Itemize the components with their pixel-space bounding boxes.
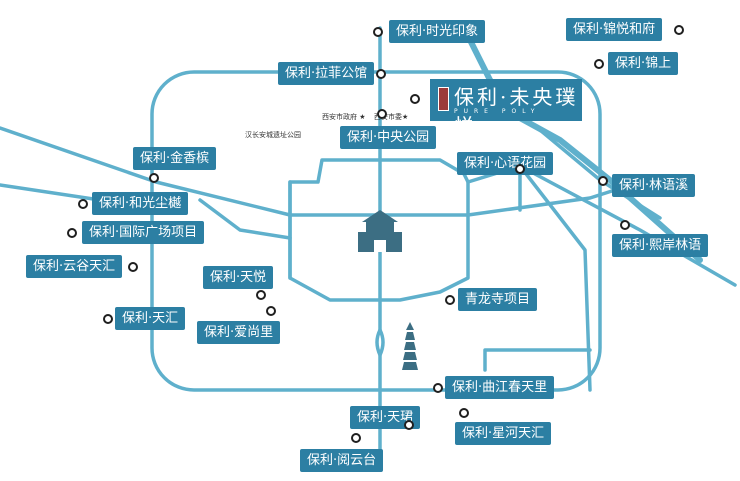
pin-xinyu-icon: [515, 164, 525, 174]
pin-tianlang-icon: [404, 420, 414, 430]
middle-ring-road: [288, 158, 470, 302]
project-label-aishang[interactable]: 保利·爱尚里: [197, 321, 281, 344]
project-label-qujiang[interactable]: 保利·曲江春天里: [445, 376, 555, 399]
pin-xian-icon: [620, 220, 630, 230]
pin-guoji-icon: [67, 228, 77, 238]
project-label-jinxiangbin[interactable]: 保利·金香槟: [133, 147, 217, 170]
featured-pin-icon: [410, 94, 420, 104]
pin-jinxiangbin-icon: [149, 173, 159, 183]
pin-qujiang-icon: [433, 383, 443, 393]
project-label-jinyuehefu[interactable]: 保利·锦悦和府: [566, 18, 663, 41]
pin-lafei-icon: [376, 69, 386, 79]
sw-spur: [0, 183, 102, 202]
featured-name: 保利·未央璞悦: [454, 85, 579, 138]
project-label-yungu[interactable]: 保利·云谷天汇: [26, 255, 123, 278]
project-label-heguang[interactable]: 保利·和光尘樾: [92, 192, 189, 215]
project-label-lafei[interactable]: 保利·拉菲公馆: [278, 62, 375, 85]
pagoda-icon: [402, 322, 418, 370]
project-label-tianhui[interactable]: 保利·天汇: [115, 307, 186, 330]
project-label-guoji[interactable]: 保利·国际广场项目: [82, 221, 205, 244]
project-label-tianyue[interactable]: 保利·天悦: [203, 266, 274, 289]
project-label-qinglong[interactable]: 青龙寺项目: [458, 288, 538, 311]
pin-shiguang-icon: [373, 27, 383, 37]
pin-heguang-icon: [78, 199, 88, 209]
pin-aishang-icon: [266, 306, 276, 316]
south-link: [483, 348, 592, 372]
brand-logo-icon: [438, 87, 449, 111]
pin-tianhui-icon: [103, 314, 113, 324]
sw-link: [198, 198, 292, 240]
project-label-shiguang[interactable]: 保利·时光印象: [389, 20, 486, 43]
pin-qinglong-icon: [445, 295, 455, 305]
project-label-yueyun[interactable]: 保利·阅云台: [300, 449, 384, 472]
pin-xinghe-icon: [459, 408, 469, 418]
project-label-tianlang[interactable]: 保利·天珺: [350, 406, 421, 429]
pin-tianyue-icon: [256, 290, 266, 300]
pin-jinshang-icon: [594, 59, 604, 69]
axis-spindle: [375, 328, 385, 357]
project-label-zhongyang[interactable]: 保利·中央公园: [340, 126, 437, 149]
project-label-jinshang[interactable]: 保利·锦上: [608, 52, 679, 75]
pin-zhongyang-icon: [377, 109, 387, 119]
pin-linyuxi-icon: [598, 176, 608, 186]
pin-yueyun-icon: [351, 433, 361, 443]
project-label-xinyu[interactable]: 保利·心语花园: [457, 152, 554, 175]
bell-tower-icon: [358, 210, 402, 252]
featured-subtitle: PURE POLY: [454, 108, 541, 115]
project-label-xian[interactable]: 保利·熙岸林语: [612, 234, 709, 257]
pin-yungu-icon: [128, 262, 138, 272]
project-label-xinghe[interactable]: 保利·星河天汇: [455, 422, 552, 445]
pin-jinyuehefu-icon: [674, 25, 684, 35]
southwest-road: [518, 164, 592, 392]
project-label-linyuxi[interactable]: 保利·林语溪: [612, 174, 696, 197]
landmark-park: 汉长安城遗址公园: [245, 131, 301, 139]
landmark-party: 西安市委★: [374, 113, 409, 121]
featured-project[interactable]: 保利·未央璞悦 PURE POLY: [430, 79, 582, 138]
landmark-gov: 西安市政府 ★: [322, 113, 366, 121]
